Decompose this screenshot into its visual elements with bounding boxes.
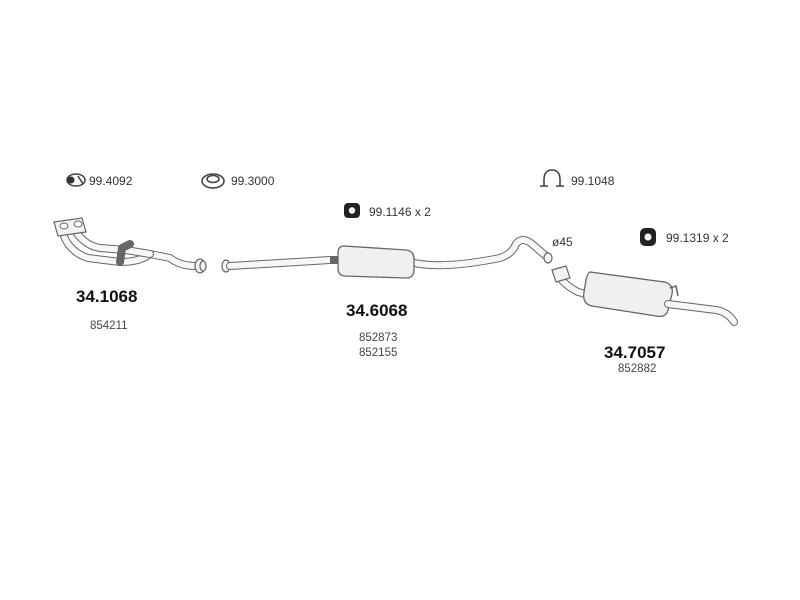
front-pipe-oem-list: 854211 [90,319,128,334]
middle-silencer-drawing [221,236,553,279]
rear-silencer-drawing [551,265,738,326]
clamp-ring-icon [66,173,86,187]
rear-silencer-part-number: 34.7057 [604,343,666,362]
u-clamp-part-number: 99.1048 [571,174,615,188]
middle-silencer-part-number: 34.6068 [346,301,408,320]
u-clamp-icon [540,169,564,187]
oem-number: 854211 [90,320,128,332]
oem-number: 852882 [618,363,657,375]
rear-silencer-oem-list: 852882 [618,362,656,377]
gasket-ring-icon [201,173,225,189]
oem-number: 852155 [359,347,398,359]
rubber-mount-part-number: 99.1146 x 2 [369,205,431,219]
front-pipe-drawing [53,217,207,274]
rubber-mount-icon [344,203,360,218]
gasket-part-number: 99.3000 [231,174,275,188]
hanger-mount-icon [640,228,656,246]
clamp-part-number: 99.4092 [89,174,133,188]
middle-silencer-oem-list: 852873 852155 [359,331,397,361]
pipe-diameter-label: ø45 [552,235,573,249]
oem-number: 852873 [359,332,398,344]
hanger-part-number: 99.1319 x 2 [666,231,729,245]
front-pipe-part-number: 34.1068 [76,287,138,306]
